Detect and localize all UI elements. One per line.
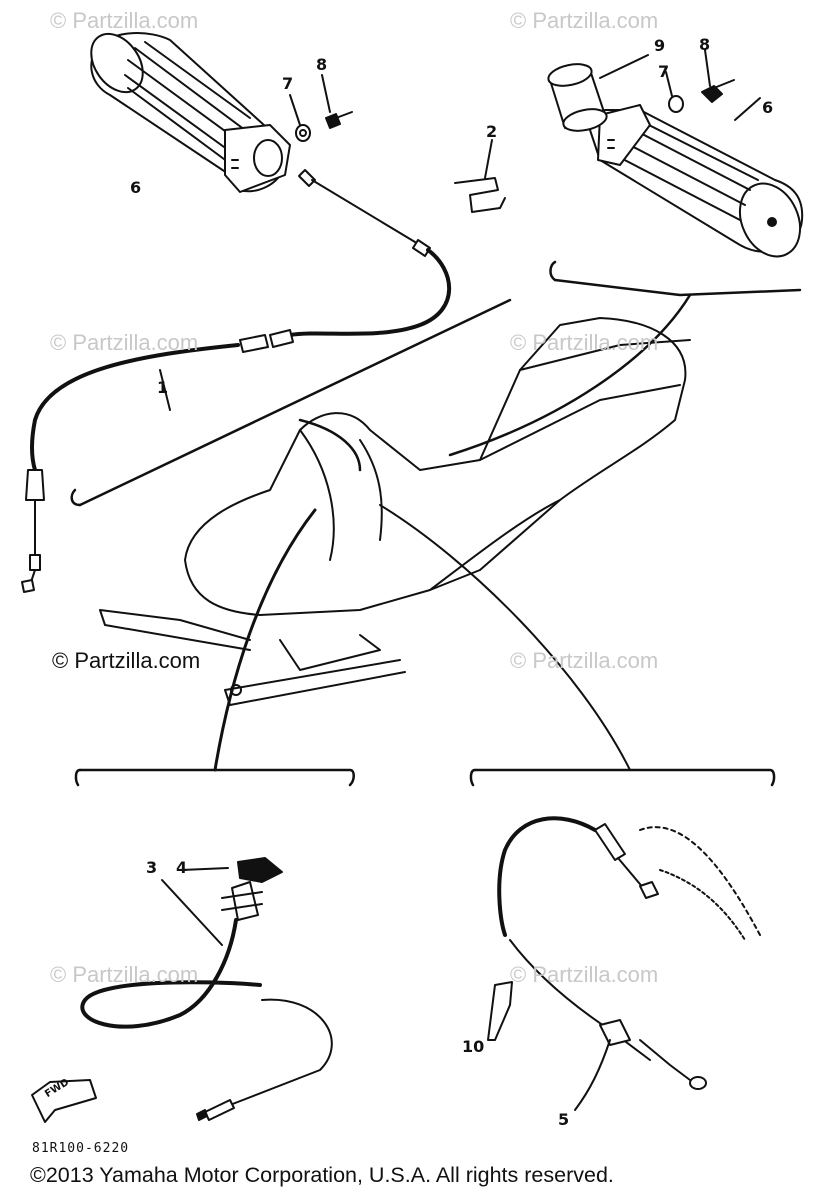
choke-cable bbox=[80, 857, 333, 1121]
left-grip-assembly bbox=[90, 32, 291, 193]
watermark: © Partzilla.com bbox=[510, 648, 659, 673]
watermark: © Partzilla.com bbox=[510, 962, 659, 987]
watermark: © Partzilla.com bbox=[50, 962, 199, 987]
callout-3: 3 bbox=[146, 858, 158, 877]
right-nut-screw bbox=[665, 49, 761, 121]
brake-cable bbox=[487, 816, 761, 1111]
leader-lines bbox=[70, 260, 802, 787]
callout-8-left: 8 bbox=[316, 55, 328, 74]
callout-4: 4 bbox=[176, 858, 188, 877]
right-ring bbox=[547, 54, 649, 132]
callout-8-right: 8 bbox=[699, 35, 711, 54]
watermark: © Partzilla.com bbox=[510, 8, 659, 33]
watermark: © Partzilla.com bbox=[510, 330, 659, 355]
diagram-code: 81R100-6220 bbox=[32, 1141, 130, 1156]
callout-1: 1 bbox=[157, 378, 169, 397]
copyright-footer: ©2013 Yamaha Motor Corporation, U.S.A. A… bbox=[30, 1163, 614, 1187]
callout-7-right: 7 bbox=[658, 62, 670, 81]
watermark: © Partzilla.com bbox=[50, 330, 199, 355]
throttle-cable bbox=[21, 169, 452, 593]
callout-5: 5 bbox=[558, 1110, 570, 1129]
right-grip-assembly bbox=[589, 104, 804, 258]
callout-6-left: 6 bbox=[130, 178, 142, 197]
callout-9: 9 bbox=[654, 36, 666, 55]
callout-7-left: 7 bbox=[282, 74, 294, 93]
cable-clip bbox=[454, 139, 506, 213]
callout-6-right: 6 bbox=[762, 98, 774, 117]
snowmobile-illustration bbox=[99, 317, 691, 706]
watermark-primary: © Partzilla.com bbox=[52, 648, 201, 673]
watermark: © Partzilla.com bbox=[50, 8, 199, 33]
callout-2: 2 bbox=[486, 122, 498, 141]
forward-arrow bbox=[31, 1079, 97, 1123]
callout-10: 10 bbox=[462, 1037, 485, 1056]
left-nut-screw bbox=[289, 74, 353, 142]
